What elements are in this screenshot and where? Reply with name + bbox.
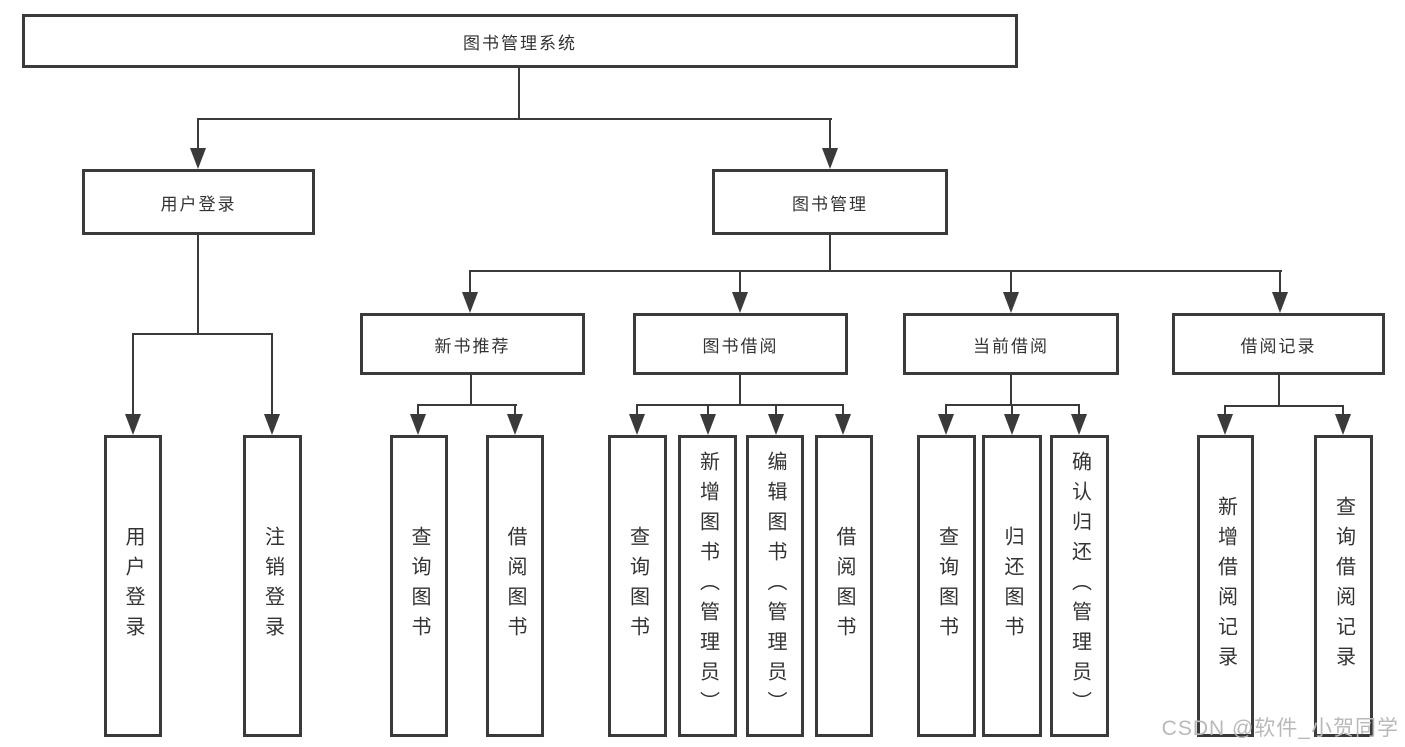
node-add-borrow-record-label: 新增借阅记录 — [1214, 496, 1237, 676]
connector-line — [636, 404, 638, 418]
arrowhead-down-icon — [835, 414, 851, 435]
node-logout-login: 注销登录 — [243, 435, 302, 737]
arrowhead-down-icon — [190, 148, 206, 169]
arrowhead-down-icon — [1003, 292, 1019, 313]
connector-line — [417, 404, 517, 406]
arrowhead-down-icon — [1071, 414, 1087, 435]
connector-line — [636, 404, 844, 406]
connector-line — [739, 375, 741, 406]
connector-line — [829, 118, 831, 152]
node-query-books-borrowing: 查询图书 — [608, 435, 667, 737]
node-borrow-books-borrowing-label: 借阅图书 — [833, 526, 855, 646]
node-user-login: 用户登录 — [82, 169, 315, 235]
connector-line — [514, 404, 516, 418]
connector-line — [1224, 405, 1226, 418]
watermark: CSDN @软件_小贺同学 — [1161, 717, 1399, 740]
node-add-books-admin: 新增图书（管理员） — [678, 435, 737, 737]
connector-line — [739, 270, 741, 294]
connector-line — [469, 270, 1282, 272]
connector-line — [1010, 270, 1012, 294]
connector-line — [1010, 375, 1012, 406]
connector-line — [1011, 404, 1013, 418]
node-add-borrow-record: 新增借阅记录 — [1197, 435, 1254, 737]
connector-line — [842, 404, 844, 418]
node-return-books-label: 归还图书 — [1001, 526, 1023, 646]
node-return-books: 归还图书 — [982, 435, 1042, 737]
connector-line — [829, 235, 831, 272]
arrowhead-down-icon — [700, 414, 716, 435]
connector-line — [470, 375, 472, 406]
node-edit-books-admin: 编辑图书（管理员） — [746, 435, 804, 737]
arrowhead-down-icon — [822, 148, 838, 169]
node-book-borrowing-label: 图书借阅 — [702, 336, 779, 356]
node-root-label: 图书管理系统 — [463, 33, 577, 53]
node-root: 图书管理系统 — [22, 14, 1018, 68]
node-query-borrow-record-label: 查询借阅记录 — [1332, 496, 1355, 676]
node-query-books-recommend: 查询图书 — [390, 435, 448, 737]
connector-line — [1342, 405, 1344, 418]
node-confirm-return-admin-label: 确认归还（管理员） — [1068, 451, 1091, 721]
node-confirm-return-admin: 确认归还（管理员） — [1050, 435, 1109, 737]
node-query-books-current-label: 查询图书 — [935, 526, 958, 646]
node-current-borrowing: 当前借阅 — [903, 313, 1119, 375]
connector-line — [1078, 404, 1080, 418]
arrowhead-down-icon — [410, 414, 426, 435]
arrowhead-down-icon — [629, 414, 645, 435]
connector-line — [197, 235, 199, 335]
node-borrowing-records-label: 借阅记录 — [1240, 336, 1317, 356]
arrowhead-down-icon — [1217, 414, 1233, 435]
node-book-management: 图书管理 — [712, 169, 948, 235]
node-query-borrow-record: 查询借阅记录 — [1314, 435, 1373, 737]
arrowhead-down-icon — [1335, 414, 1351, 435]
arrowhead-down-icon — [264, 414, 280, 435]
connector-line — [271, 333, 273, 415]
connector-line — [1279, 270, 1281, 294]
node-borrow-books-borrowing: 借阅图书 — [815, 435, 873, 737]
node-user-login-label: 用户登录 — [160, 194, 237, 214]
connector-line — [197, 118, 832, 120]
node-current-borrowing-label: 当前借阅 — [973, 336, 1049, 356]
connector-line — [1224, 405, 1344, 407]
node-book-borrowing: 图书借阅 — [633, 313, 848, 375]
node-user-login-leaf: 用户登录 — [104, 435, 162, 737]
connector-line — [945, 404, 947, 418]
connector-line — [775, 404, 777, 418]
node-borrow-books-recommend: 借阅图书 — [486, 435, 544, 737]
node-borrowing-records: 借阅记录 — [1172, 313, 1385, 375]
node-new-book-recommend: 新书推荐 — [360, 313, 585, 375]
node-borrow-books-recommend-label: 借阅图书 — [504, 526, 526, 646]
arrowhead-down-icon — [1004, 414, 1020, 435]
node-logout-login-label: 注销登录 — [261, 526, 284, 646]
arrowhead-down-icon — [1272, 292, 1288, 313]
connector-line — [417, 404, 419, 418]
node-book-management-label: 图书管理 — [792, 194, 868, 214]
connector-line — [518, 68, 520, 120]
node-query-books-current: 查询图书 — [917, 435, 976, 737]
node-edit-books-admin-label: 编辑图书（管理员） — [764, 451, 786, 721]
arrowhead-down-icon — [125, 414, 141, 435]
connector-line — [197, 118, 199, 152]
node-new-book-recommend-label: 新书推荐 — [434, 336, 511, 356]
connector-line — [469, 270, 471, 294]
arrowhead-down-icon — [938, 414, 954, 435]
node-user-login-leaf-label: 用户登录 — [122, 526, 144, 646]
arrowhead-down-icon — [732, 292, 748, 313]
connector-line — [132, 333, 273, 335]
arrowhead-down-icon — [507, 414, 523, 435]
node-query-books-borrowing-label: 查询图书 — [626, 526, 649, 646]
arrowhead-down-icon — [768, 414, 784, 435]
connector-line — [707, 404, 709, 418]
node-query-books-recommend-label: 查询图书 — [408, 526, 430, 646]
connector-line — [1278, 375, 1280, 407]
arrowhead-down-icon — [462, 292, 478, 313]
node-add-books-admin-label: 新增图书（管理员） — [696, 451, 719, 721]
connector-line — [132, 333, 134, 415]
